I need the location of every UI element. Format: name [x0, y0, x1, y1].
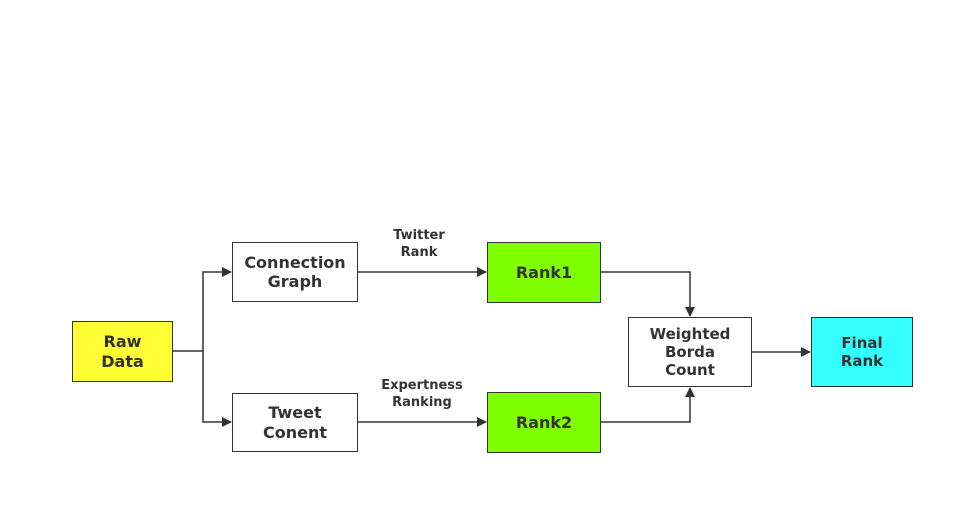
edge-raw-to-tweet [202, 351, 232, 427]
node-tweet-content: Tweet Conent [232, 393, 358, 452]
node-weighted-borda-count: Weighted Borda Count [628, 317, 752, 387]
node-rank2: Rank2 [487, 392, 601, 453]
node-rank1-label: Rank1 [515, 262, 573, 282]
node-rank2-label: Rank2 [515, 412, 573, 432]
node-tweet-content-label: Tweet Conent [262, 403, 327, 442]
edge-label-expertness-ranking: Expertness Ranking [381, 378, 463, 410]
node-weighted-borda-count-label: Weighted Borda Count [649, 325, 731, 379]
edge-raw-to-connection [173, 267, 232, 352]
node-final-rank: Final Rank [811, 317, 913, 387]
node-final-rank-label: Final Rank [840, 334, 884, 370]
node-connection-graph-label: Connection Graph [244, 252, 346, 291]
node-connection-graph: Connection Graph [232, 242, 358, 302]
edge-rank2-to-borda [601, 387, 695, 423]
node-raw-data: Raw Data [72, 321, 173, 382]
node-rank1: Rank1 [487, 242, 601, 303]
edge-label-twitter-rank: Twitter Rank [393, 228, 445, 260]
node-raw-data-label: Raw Data [101, 332, 144, 371]
edge-rank1-to-borda [601, 271, 695, 317]
